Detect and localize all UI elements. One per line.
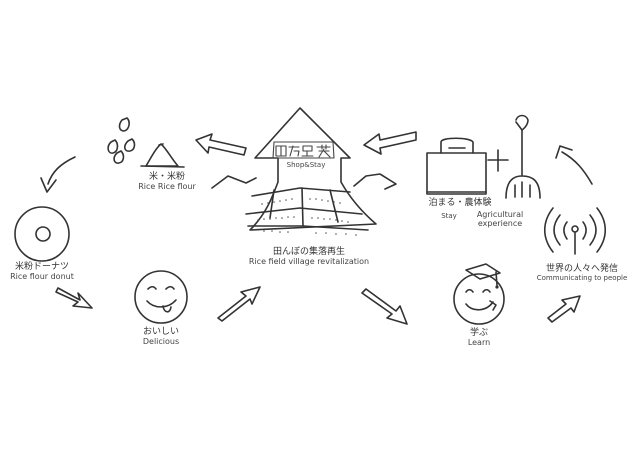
arrow-icon: [361, 288, 408, 325]
arrow-icon: [195, 133, 247, 156]
agri-label-en-1: Agricultural: [476, 210, 524, 219]
rice-node: 米・米粉 Rice Rice flour: [127, 172, 207, 192]
rice-label-en: Rice Rice flour: [138, 182, 196, 192]
world-label-en: Communicating to people: [536, 274, 628, 283]
arrow-icon: [363, 131, 417, 155]
donut-icon: [14, 206, 70, 262]
agri-en: Agricultural experience: [464, 210, 536, 228]
graduate-face-icon: [453, 263, 505, 325]
learn-label-jp: 学ぶ: [469, 328, 488, 338]
delicious-label-jp: おいしい: [142, 327, 179, 337]
rice-field-icon: [245, 187, 369, 236]
delicious-node: おいしい Delicious: [124, 327, 198, 347]
delicious-label-en: Delicious: [142, 337, 180, 347]
arrow-icon: [217, 286, 261, 322]
world-node: 世界の人々へ発信 Communicating to people: [526, 264, 638, 282]
stay-en: Stay: [436, 212, 462, 220]
rice-grains-icon: [107, 117, 185, 168]
arrow-icon: [555, 145, 593, 185]
shop-sign-label: Shop&Stay: [286, 161, 326, 169]
stay-node: 泊まる・農体験: [418, 198, 502, 208]
donut-label-en: Rice flour donut: [10, 272, 74, 282]
smiley-tongue-icon: [134, 270, 188, 324]
revitalization-label-jp: 田んぼの集落再生: [272, 247, 345, 257]
shop-sign: Shop&Stay: [278, 161, 334, 169]
revitalization-node: 田んぼの集落再生 Rice field village revitalizati…: [236, 247, 382, 267]
donut-node: 米粉ドーナツ Rice flour donut: [2, 262, 82, 282]
world-label-jp: 世界の人々へ発信: [545, 264, 618, 274]
rice-label-jp: 米・米粉: [148, 172, 185, 182]
stay-label-en: Stay: [441, 212, 457, 220]
arrow-icon: [547, 295, 581, 323]
pitchfork-icon: [505, 114, 541, 199]
plus-icon: [487, 149, 509, 172]
donut-label-jp: 米粉ドーナツ: [14, 262, 69, 272]
bed-icon: [426, 137, 487, 195]
shop-house-icon: [211, 107, 397, 231]
learn-label-en: Learn: [467, 338, 491, 348]
revitalization-label-en: Rice field village revitalization: [248, 257, 370, 267]
stay-label-jp: 泊まる・農体験: [428, 198, 492, 208]
arrow-icon: [40, 156, 76, 193]
agri-label-en-2: experience: [477, 219, 523, 229]
arrow-icon: [55, 287, 93, 309]
broadcast-icon: [543, 207, 607, 255]
learn-node: 学ぶ Learn: [455, 328, 503, 348]
